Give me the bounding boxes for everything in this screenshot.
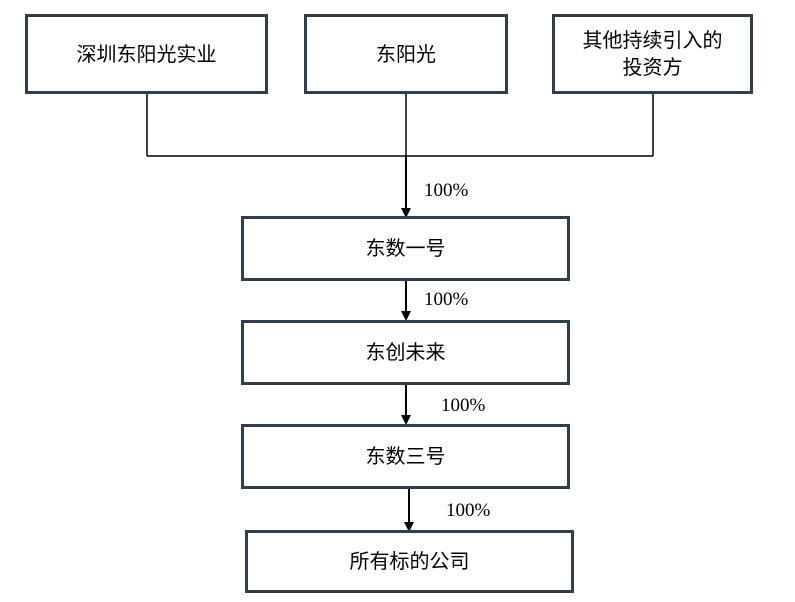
- entity-name: 东数三号: [365, 444, 446, 468]
- entity-name: 所有标的公司: [349, 549, 470, 573]
- entity-name: 东创未来: [365, 340, 446, 364]
- shareholder-box-shenzhen-hec: 深圳东阳光实业: [25, 14, 268, 94]
- entity-box-dongchuang-weilai: 东创未来: [241, 320, 570, 385]
- ownership-label-target-companies: 100%: [446, 500, 491, 521]
- shareholder-box-other-investors: 其他持续引入的 投资方: [552, 14, 753, 94]
- shareholder-name-line-1: 其他持续引入的: [582, 28, 723, 52]
- ownership-label-dongchuang-weilai: 100%: [424, 289, 469, 310]
- shareholder-box-hec: 东阳光: [304, 14, 508, 94]
- shareholder-name: 东阳光: [376, 41, 436, 66]
- entity-box-dongshu-1: 东数一号: [241, 216, 570, 281]
- entity-name: 东数一号: [365, 236, 446, 260]
- entity-box-dongshu-3: 东数三号: [241, 424, 570, 489]
- entity-box-target-companies: 所有标的公司: [245, 530, 574, 593]
- shareholder-name: 深圳东阳光实业: [76, 41, 217, 66]
- ownership-label-dongshu-1: 100%: [424, 180, 469, 201]
- ownership-label-dongshu-3: 100%: [441, 395, 486, 416]
- shareholder-name-line-2: 投资方: [622, 55, 683, 79]
